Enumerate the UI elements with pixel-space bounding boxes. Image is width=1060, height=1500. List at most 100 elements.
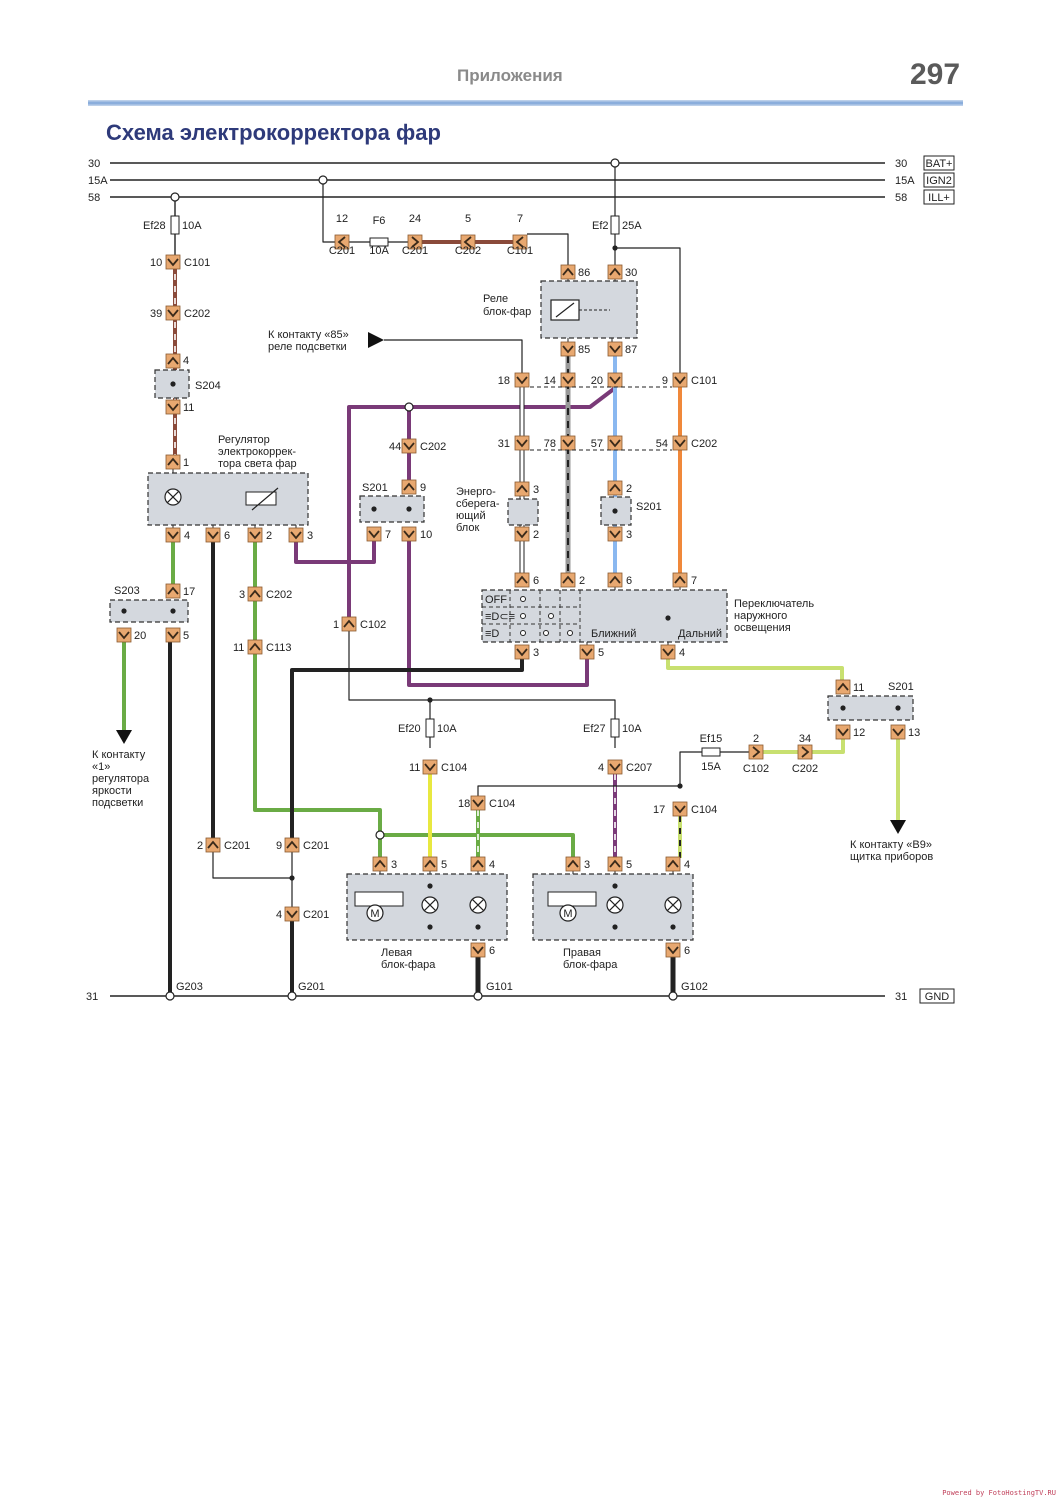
- pin: 31: [498, 438, 510, 450]
- bus-tag-box: [923, 189, 955, 205]
- fuse-rating: 10A: [437, 723, 457, 735]
- connector-s201-2: [607, 480, 623, 496]
- pin: 11: [853, 682, 864, 694]
- connector-c101-18-chevron-icon: [516, 376, 528, 385]
- connector-c102-2-chevron-icon: [752, 746, 761, 758]
- fuse-rating: 25A: [622, 220, 642, 232]
- junction-dot: [612, 508, 618, 514]
- pin: 10: [420, 529, 432, 541]
- ref-brightness: регулятора: [92, 773, 150, 785]
- bus-tag-box: [923, 172, 955, 188]
- connector-c207-4-chevron-icon: [609, 763, 621, 772]
- pin: 44: [389, 441, 401, 453]
- ground-g203: [165, 991, 175, 1001]
- regulator-label: электрокоррек-: [218, 446, 296, 458]
- lamp-cross: [471, 898, 485, 912]
- switch-mode-label: ≡D: [485, 628, 499, 640]
- connector-c201-2-chevron-icon: [207, 840, 219, 849]
- energy-block-label: ющий: [456, 510, 486, 522]
- connector-s204-4-chevron-icon: [167, 356, 179, 365]
- regulator-label: тора света фар: [218, 458, 297, 470]
- junction-dot: [406, 506, 412, 512]
- connector-c201-12: [334, 234, 350, 250]
- connector-c202-3: [247, 586, 263, 602]
- left-headlamp-pin-6-chevron-icon: [472, 946, 484, 955]
- connector-c101-14-chevron-icon: [562, 376, 574, 385]
- arrow-to-brightness-icon: [116, 730, 132, 744]
- connector-s201-13: [890, 724, 906, 740]
- wire-lime: [666, 659, 844, 680]
- motor-label: M: [370, 908, 379, 920]
- purple-splice: [404, 402, 414, 412]
- connector-s201-7-chevron-icon: [368, 530, 380, 539]
- pin: 5: [441, 859, 447, 871]
- connector-s201-9: [401, 479, 417, 495]
- junction-dot: [427, 924, 433, 930]
- energy-block-label: блок: [456, 522, 479, 534]
- pin: 10: [150, 257, 162, 269]
- wire: [679, 751, 749, 787]
- pin: 57: [591, 438, 603, 450]
- switch-contact: [520, 630, 526, 636]
- motor-icon: [559, 904, 577, 922]
- bus-label-right: 15A: [895, 175, 915, 187]
- fuse-name: Ef20: [398, 723, 421, 735]
- junction-dot: [612, 883, 618, 889]
- pin: 3: [307, 530, 313, 542]
- connector-relay-86: [560, 264, 576, 280]
- connector-s204-4: [165, 353, 181, 369]
- connector-c104-18-chevron-icon: [472, 799, 484, 808]
- pin: 2: [266, 530, 272, 542]
- fuse-rating: 15A: [701, 761, 721, 773]
- pin: 2: [626, 483, 632, 495]
- connector-s203-20: [116, 627, 132, 643]
- connector-c113-11-chevron-icon: [249, 642, 261, 651]
- pin: 4: [276, 909, 282, 921]
- connector-c113-11: [247, 639, 263, 655]
- connector-s201-10-chevron-icon: [403, 530, 415, 539]
- bus-label-right: 30: [895, 158, 907, 170]
- connector-c102-1: [341, 616, 357, 632]
- motor-housing-icon: [354, 891, 404, 907]
- pin: 9: [276, 840, 282, 852]
- connector-name: C202: [420, 441, 446, 453]
- connector-name: C201: [303, 909, 329, 921]
- connector-name: C202: [184, 308, 210, 320]
- connector-name: C113: [266, 642, 291, 654]
- pin: 4: [183, 355, 189, 367]
- pin: 7: [691, 575, 697, 587]
- fuse-rating: 10A: [622, 723, 642, 735]
- ref-brightness: К контакту: [92, 749, 146, 761]
- switch-mode-label: ≡D⊂≡: [485, 611, 515, 623]
- ground-name: G102: [681, 981, 708, 993]
- connector-energy-3: [514, 481, 530, 497]
- wire: [477, 785, 680, 796]
- connector-c104-11-chevron-icon: [424, 763, 436, 772]
- right-headlamp-pin-5-chevron-icon: [609, 859, 621, 868]
- fuse-ef2-icon: [610, 215, 620, 235]
- connector-name: C202: [691, 438, 717, 450]
- left-headlamp-pin-3-chevron-icon: [374, 859, 386, 868]
- connector-c101-20-chevron-icon: [609, 376, 621, 385]
- connector-c202-54-chevron-icon: [674, 439, 686, 448]
- junction-dot: [612, 245, 618, 251]
- ref-relay85: К контакту «85»: [268, 329, 349, 341]
- right-headlamp-pin-5: [607, 856, 623, 872]
- pin: 1: [333, 619, 339, 631]
- pin: 5: [465, 213, 471, 225]
- junction-dot: [121, 608, 127, 614]
- pin: 4: [679, 647, 685, 659]
- rheostat-icon: [245, 491, 277, 506]
- lamp-cross: [666, 898, 680, 912]
- connector-relay-87-chevron-icon: [609, 345, 621, 354]
- switch-contact: [520, 596, 526, 602]
- connector-switch-2: [560, 572, 576, 588]
- connector-c102-1-chevron-icon: [343, 619, 355, 628]
- connector-regulator-2-chevron-icon: [249, 531, 261, 540]
- connector-s201-12-chevron-icon: [837, 728, 849, 737]
- pin: 4: [489, 859, 495, 871]
- left-headlamp-label: Левая: [381, 947, 412, 959]
- pin: 2: [533, 529, 539, 541]
- pin: 86: [578, 267, 590, 279]
- switch-label: Переключатель: [734, 598, 814, 610]
